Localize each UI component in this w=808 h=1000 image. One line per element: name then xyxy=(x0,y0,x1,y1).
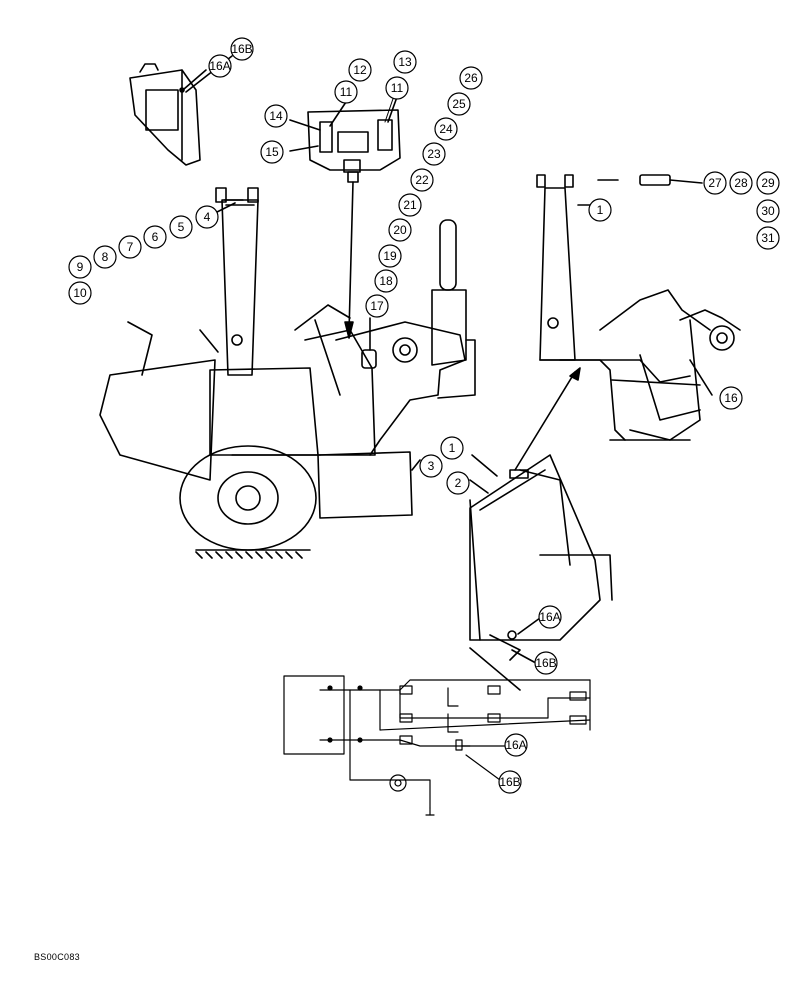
callout-16a-mid xyxy=(538,605,562,629)
callout-label-9: 9 xyxy=(77,260,84,274)
callout-label-16b-bottom: 16B xyxy=(499,775,520,789)
callout-14 xyxy=(264,104,288,128)
callout-19 xyxy=(378,244,402,268)
callout-label-16a-top: 16A xyxy=(209,59,230,73)
callout-7 xyxy=(118,235,142,259)
callout-label-2: 2 xyxy=(455,476,462,490)
callout-label-22: 22 xyxy=(415,173,429,187)
callout-label-1-upper: 1 xyxy=(597,203,604,217)
callout-label-17: 17 xyxy=(370,299,384,313)
figure-reference-code: BS00C083 xyxy=(34,952,80,962)
callout-label-1-lower: 1 xyxy=(449,441,456,455)
callout-22 xyxy=(410,168,434,192)
callout-label-7: 7 xyxy=(127,240,134,254)
wiring-schematic xyxy=(283,675,591,816)
callout-29 xyxy=(756,171,780,195)
callout-25 xyxy=(447,92,471,116)
callout-label-16a-mid: 16A xyxy=(539,610,560,624)
callout-label-16b-top: 16B xyxy=(231,42,252,56)
callout-label-21: 21 xyxy=(403,198,417,212)
callout-20 xyxy=(388,218,412,242)
callout-24 xyxy=(434,117,458,141)
callout-label-27: 27 xyxy=(708,176,722,190)
callout-1-upper xyxy=(588,198,612,222)
callout-16b-top xyxy=(230,37,254,61)
callout-label-11a: 11 xyxy=(340,85,353,99)
rops-detail xyxy=(469,367,613,691)
callout-2 xyxy=(446,471,470,495)
callout-label-11b: 11 xyxy=(391,81,404,95)
callout-bubbles xyxy=(68,37,780,794)
callout-23 xyxy=(422,142,446,166)
callout-16 xyxy=(719,386,743,410)
callout-18 xyxy=(374,269,398,293)
callout-label-16b-mid: 16B xyxy=(535,656,556,670)
callout-label-12: 12 xyxy=(353,63,367,77)
main-tractor xyxy=(99,187,476,559)
callout-1-lower xyxy=(440,436,464,460)
callout-13 xyxy=(393,50,417,74)
callout-11b xyxy=(385,76,409,100)
callout-16b-mid xyxy=(534,651,558,675)
callout-label-16: 16 xyxy=(724,391,738,405)
callout-3 xyxy=(419,454,443,478)
instrument-panel xyxy=(289,96,401,339)
callout-label-13: 13 xyxy=(398,55,412,69)
callout-label-6: 6 xyxy=(152,230,159,244)
callout-label-8: 8 xyxy=(102,250,109,264)
callout-label-14: 14 xyxy=(269,109,283,123)
callout-label-4: 4 xyxy=(204,210,211,224)
callout-26 xyxy=(459,66,483,90)
callout-11a xyxy=(334,80,358,104)
callout-15 xyxy=(260,140,284,164)
callout-8 xyxy=(93,245,117,269)
callout-30 xyxy=(756,199,780,223)
callout-9 xyxy=(68,255,92,279)
callout-28 xyxy=(729,171,753,195)
callout-label-18: 18 xyxy=(379,274,393,288)
box-detail xyxy=(129,55,233,166)
callout-label-10: 10 xyxy=(73,286,87,300)
callout-label-15: 15 xyxy=(265,145,279,159)
callout-label-16a-bottom: 16A xyxy=(505,738,526,752)
callout-label-25: 25 xyxy=(452,97,466,111)
callout-label-24: 24 xyxy=(439,122,453,136)
callout-31 xyxy=(756,226,780,250)
callout-label-3: 3 xyxy=(428,459,435,473)
callout-label-31: 31 xyxy=(761,231,775,245)
callout-label-20: 20 xyxy=(393,223,407,237)
callout-label-23: 23 xyxy=(427,147,441,161)
callout-27 xyxy=(703,171,727,195)
callout-label-29: 29 xyxy=(761,176,775,190)
callout-label-28: 28 xyxy=(734,176,748,190)
callout-16a-top xyxy=(208,54,232,78)
callout-5 xyxy=(169,215,193,239)
callout-21 xyxy=(398,193,422,217)
callout-label-19: 19 xyxy=(383,249,397,263)
callout-4 xyxy=(195,205,219,229)
callout-12 xyxy=(348,58,372,82)
callout-16a-bottom xyxy=(504,733,528,757)
callout-label-30: 30 xyxy=(761,204,775,218)
callout-10 xyxy=(68,281,92,305)
callout-16b-bottom xyxy=(498,770,522,794)
right-upper-view xyxy=(536,174,741,441)
callout-17 xyxy=(365,294,389,318)
callout-label-5: 5 xyxy=(178,220,185,234)
callout-6 xyxy=(143,225,167,249)
callout-label-26: 26 xyxy=(464,71,478,85)
